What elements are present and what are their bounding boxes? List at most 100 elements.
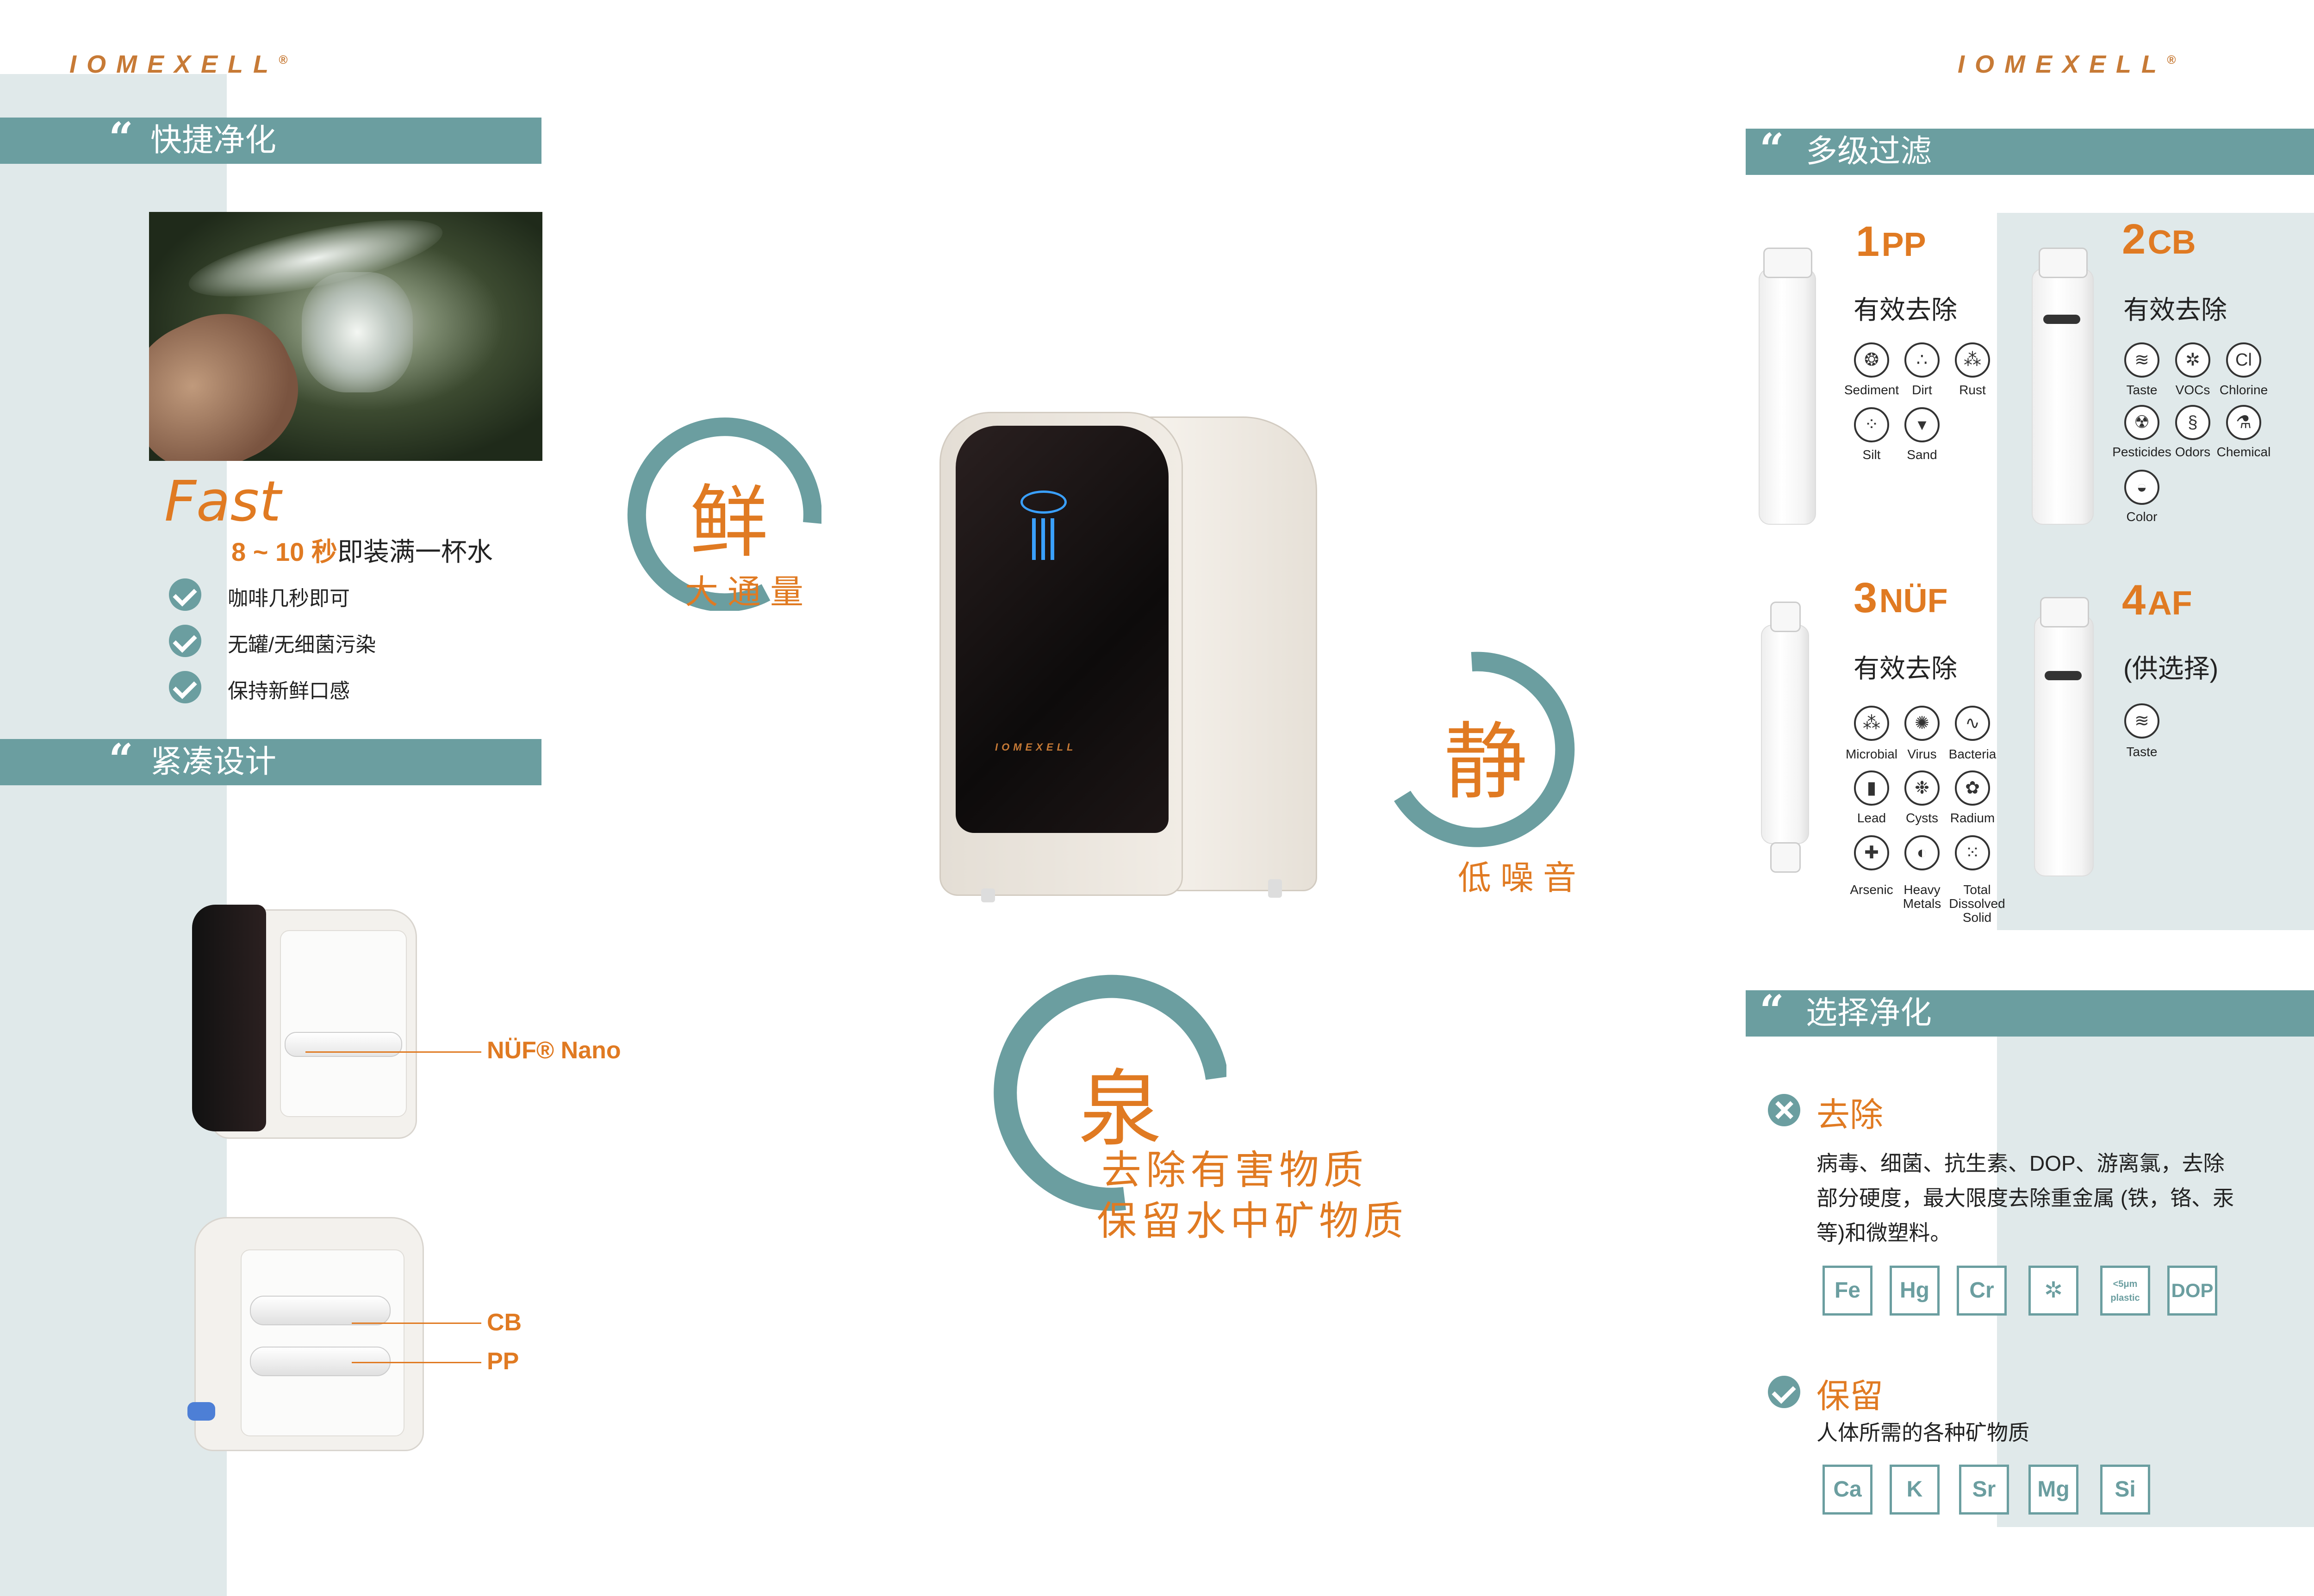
filter-cartridge-nuf <box>1761 625 1809 844</box>
remove-text-line: 病毒、细菌、抗生素、DOP、游离氯，去除 <box>1816 1151 2225 1175</box>
icon-label: Bacteria <box>1948 747 1997 761</box>
icon-label: Dirt <box>1912 383 1932 397</box>
icon-label: Total Dissolved Solid <box>1949 882 2005 925</box>
arc-fresh <box>627 417 821 611</box>
virus-icon: ✺ <box>1904 706 1940 741</box>
filter-1-subtitle: 有效去除 <box>1854 295 1957 324</box>
filter-2-title: 2 CB <box>2122 216 2196 263</box>
icon-label: Virus <box>1907 747 1937 761</box>
icon-label: Sediment <box>1844 383 1899 397</box>
icon-label: Sand <box>1907 447 1937 462</box>
filter-1-title: 1 PP <box>1856 218 1926 265</box>
icon-label: Radium <box>1950 811 1995 825</box>
dirt-icon: ∴ <box>1904 342 1940 378</box>
lead-icon: ▮ <box>1854 770 1889 806</box>
taste-icon: ≋ <box>2124 703 2159 739</box>
icon-label: Color <box>2126 509 2158 524</box>
remove-icon <box>1768 1094 1800 1126</box>
icon-label: Pesticides <box>2112 445 2171 459</box>
icon-label: Taste <box>2126 745 2158 759</box>
filter-cartridge-cb <box>2032 268 2094 525</box>
heavy-metals-icon: ◐ <box>1904 835 1940 870</box>
check-icon <box>169 625 201 657</box>
icon-label: Chemical <box>2216 445 2271 459</box>
element-ca: Ca <box>1823 1465 1872 1515</box>
icon-label: Arsenic <box>1850 882 1893 897</box>
microbe-icon: ✲ <box>2028 1266 2078 1316</box>
icon-label: Heavy Metals <box>1903 882 1941 911</box>
odors-icon: § <box>2175 405 2210 440</box>
word-spring-line2: 保留水中矿物质 <box>1097 1198 1408 1244</box>
fast-fill-line: 8 ~ 10 秒即装满一杯水 <box>231 537 493 566</box>
taste-icon: ≋ <box>2124 342 2159 378</box>
filter-4-title: 4 AF <box>2122 577 2192 624</box>
callout-line <box>352 1323 481 1324</box>
cartridge-band <box>2043 315 2080 324</box>
unit-side-view-top <box>192 902 423 1148</box>
section-bar-quick-purify: “ 快捷净化 <box>0 115 541 164</box>
word-spring-line1: 去除有害物质 <box>1101 1147 1368 1193</box>
word-fresh-caption: 大通量 <box>685 572 813 611</box>
callout-line <box>352 1362 481 1363</box>
silt-icon: ⁘ <box>1854 407 1889 442</box>
cartridge-cap <box>1770 602 1801 632</box>
icon-label: Microbial <box>1845 747 1898 761</box>
element-hg: Hg <box>1890 1266 1940 1316</box>
remove-text-line: 等)和微塑料。 <box>1816 1221 1952 1245</box>
arc-quiet <box>1394 652 1575 847</box>
sand-icon: ▾ <box>1904 407 1940 442</box>
section-bar-selective-purify: “ 选择净化 <box>1746 987 2314 1037</box>
filter-3-subtitle: 有效去除 <box>1854 654 1957 683</box>
retain-title: 保留 <box>1816 1378 1884 1415</box>
icon-label: Cysts <box>1906 811 1938 825</box>
section-title: 紧凑设计 <box>150 744 277 780</box>
water-glass-photo <box>149 212 542 461</box>
element-dop: DOP <box>2167 1266 2217 1316</box>
element-mg: Mg <box>2028 1465 2078 1515</box>
brand-logo-left: IOMEXELL® <box>69 50 288 78</box>
sediment-icon: ❂ <box>1854 342 1889 378</box>
section-title: 选择净化 <box>1806 995 1932 1031</box>
device-brand-text: IOMEXELL <box>995 741 1077 753</box>
bacteria-icon: ∿ <box>1955 706 1990 741</box>
arsenic-icon: ✚ <box>1854 835 1889 870</box>
icon-label: Odors <box>2175 445 2211 459</box>
pesticides-icon: ☢ <box>2124 405 2159 440</box>
retain-text: 人体所需的各种矿物质 <box>1816 1421 2029 1445</box>
cartridge-band <box>2045 671 2082 680</box>
unit-side-view-bottom <box>185 1212 430 1458</box>
word-quiet-caption: 低噪音 <box>1458 858 1586 897</box>
section-bar-multi-stage-filter: “ 多级过滤 <box>1746 126 2314 175</box>
icon-label: Rust <box>1959 383 1986 397</box>
chlorine-icon: Cl <box>2226 342 2261 378</box>
check-icon <box>169 671 201 703</box>
total-dissolved-solid-icon: ⁙ <box>1955 835 1990 870</box>
cartridge-cap <box>1770 842 1801 873</box>
check-icon <box>169 578 201 611</box>
brand-logo-right: IOMEXELL® <box>1958 50 2176 78</box>
radium-icon: ✿ <box>1955 770 1990 806</box>
cartridge-cap <box>2040 597 2089 627</box>
callout-line <box>305 1051 481 1053</box>
arc-spring <box>994 975 1226 1211</box>
filter-2-subtitle: 有效去除 <box>2123 295 2227 324</box>
vocs-icon: ✲ <box>2175 342 2210 378</box>
icon-label: Taste <box>2126 383 2158 397</box>
icon-label: Silt <box>1862 447 1881 462</box>
callout-cb: CB <box>487 1309 522 1336</box>
word-quiet: 静 <box>1444 714 1528 811</box>
callout-pp: PP <box>487 1348 519 1375</box>
callout-nuf-nano: NÜF® Nano <box>487 1037 621 1064</box>
benefit-text: 保持新鲜口感 <box>228 680 350 702</box>
filter-4-subtitle: (供选择) <box>2123 654 2219 683</box>
icon-label: VOCs <box>2175 383 2210 397</box>
water-purifier-product: IOMEXELL <box>935 412 1319 912</box>
element-sr: Sr <box>1959 1465 2009 1515</box>
fast-heading: Fast <box>164 470 281 534</box>
element-fe: Fe <box>1823 1266 1872 1316</box>
rust-icon: ⁂ <box>1955 342 1990 378</box>
benefit-text: 咖啡几秒即可 <box>228 587 350 610</box>
chemical-icon: ⚗ <box>2226 405 2261 440</box>
cartridge-cap <box>2039 248 2088 278</box>
color-icon: ◒ <box>2124 470 2159 505</box>
